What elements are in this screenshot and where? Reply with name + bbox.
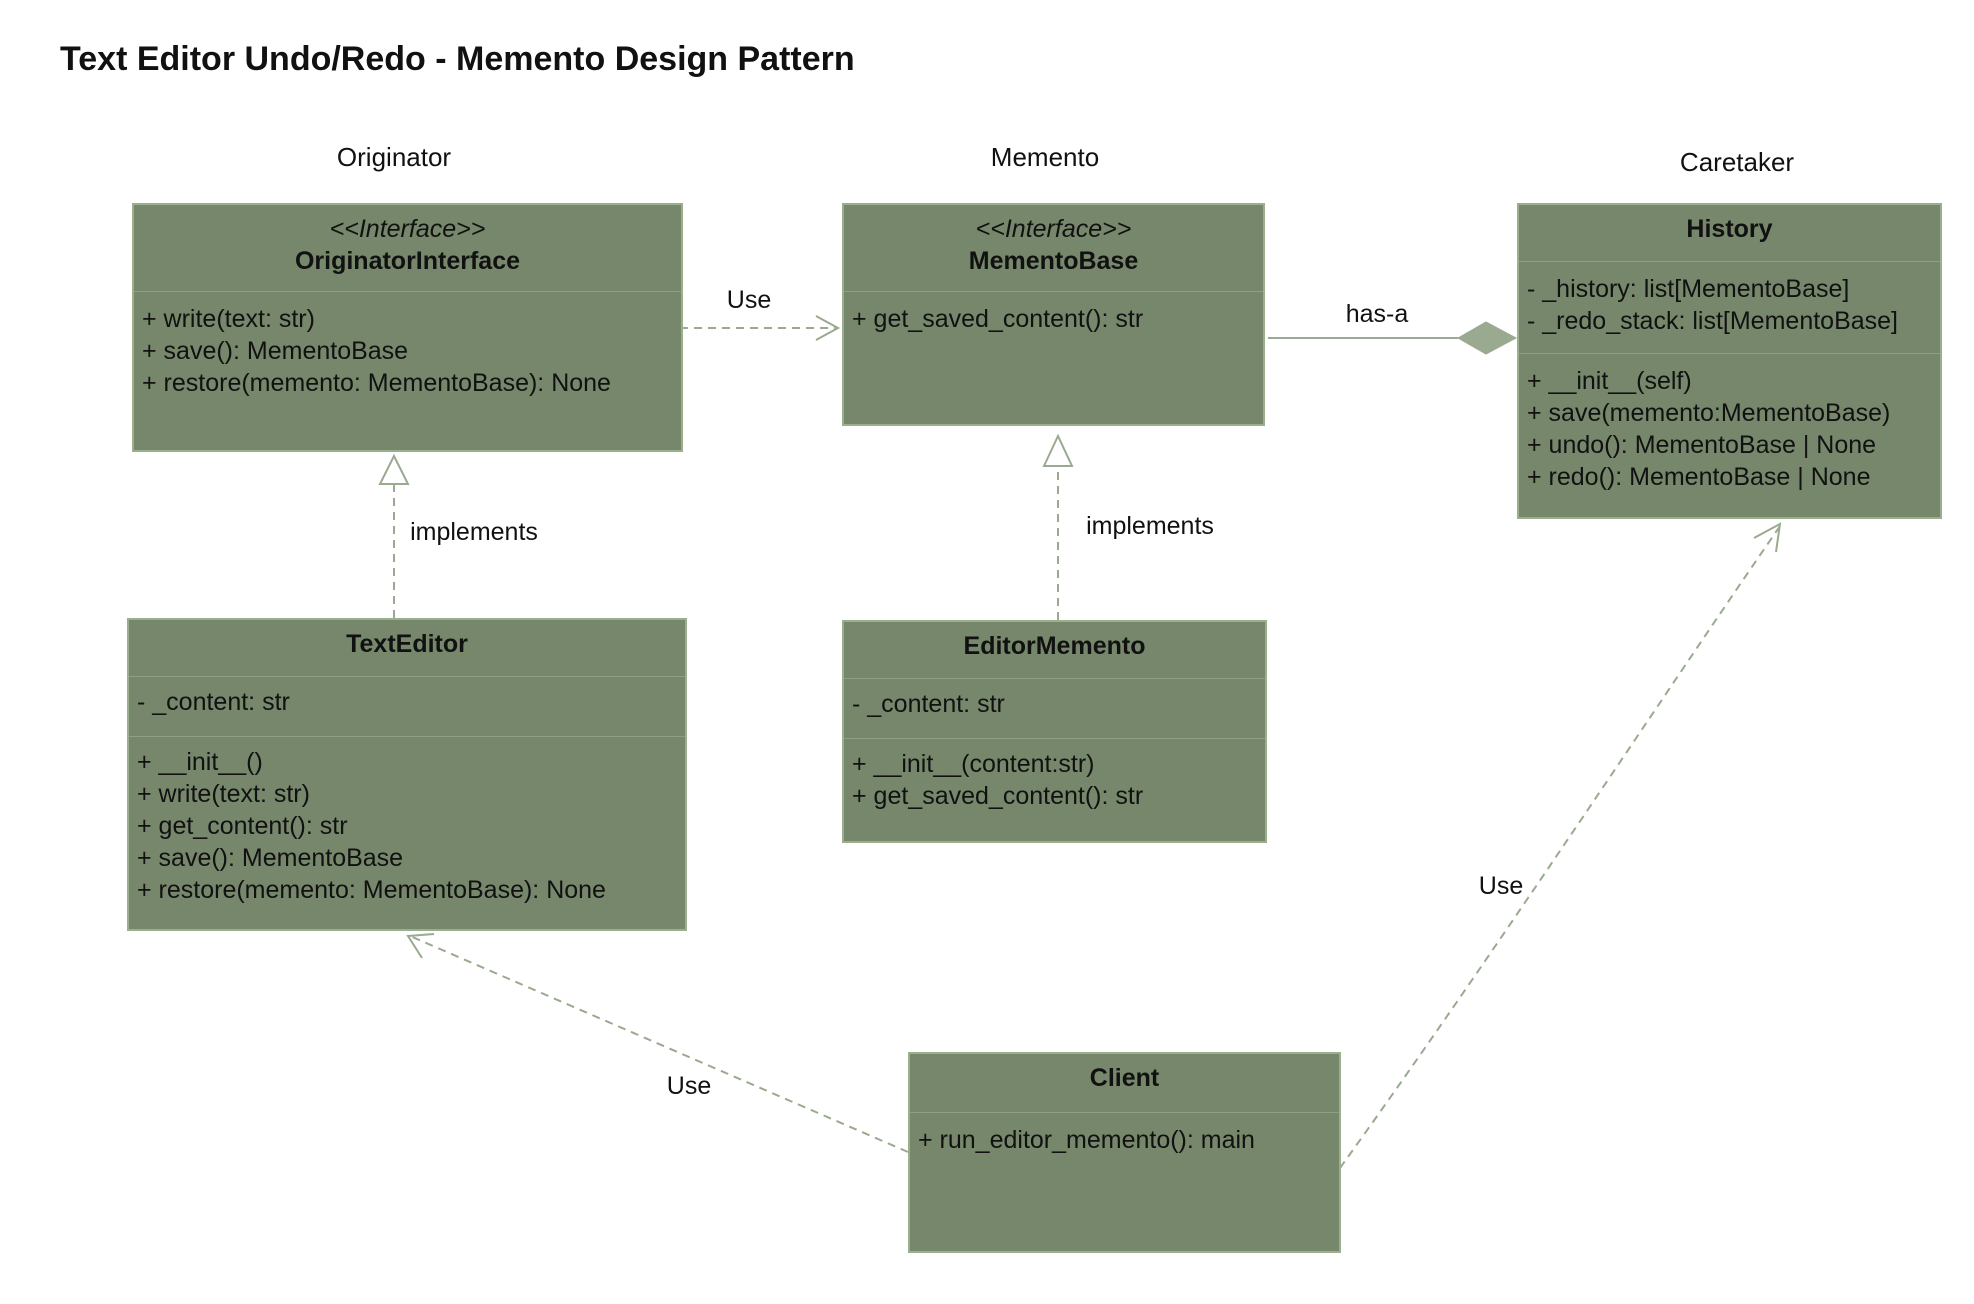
attributes-section: - _content: str xyxy=(852,688,1261,720)
group-label-memento: Memento xyxy=(990,142,1100,172)
edge-editormemento-implements xyxy=(1042,433,1074,620)
class-name: EditorMemento xyxy=(963,632,1146,660)
group-label-originator: Originator xyxy=(336,142,452,172)
method-line: + save(memento:MementoBase) xyxy=(1527,399,1891,427)
class-client: Client + run_editor_memento(): main xyxy=(908,1052,1341,1253)
section-divider xyxy=(844,291,1263,292)
method-line: + __init__() xyxy=(137,748,263,776)
edge-originator-uses-memento xyxy=(680,315,841,341)
group-label-caretaker: Caretaker xyxy=(1679,147,1795,177)
edge-label-implements: implements xyxy=(1086,512,1214,540)
section-divider xyxy=(910,1112,1339,1113)
method-line: + write(text: str) xyxy=(142,305,315,333)
method-line: + redo(): MementoBase | None xyxy=(1527,463,1871,491)
method-line: + __init__(content:str) xyxy=(852,750,1095,778)
method-line: + get_saved_content(): str xyxy=(852,782,1144,810)
class-name: Client xyxy=(1089,1064,1160,1092)
methods-section: + run_editor_memento(): main xyxy=(918,1124,1335,1156)
edge-client-uses-history xyxy=(1339,522,1782,1169)
method-line: + get_content(): str xyxy=(137,812,348,840)
class-name: TextEditor xyxy=(346,630,468,658)
class-memento-base: <<Interface>> MementoBase + get_saved_co… xyxy=(842,203,1265,426)
section-divider xyxy=(129,676,685,677)
attribute-line: - _content: str xyxy=(852,690,1005,718)
methods-section: + __init__() + write(text: str) + get_co… xyxy=(137,746,681,906)
diagram-title: Text Editor Undo/Redo - Memento Design P… xyxy=(60,40,855,78)
method-line: + write(text: str) xyxy=(137,780,310,808)
class-history: History - _history: list[MementoBase] - … xyxy=(1517,203,1942,519)
edge-client-uses-texteditor xyxy=(406,933,909,1153)
methods-section: + __init__(self) + save(memento:MementoB… xyxy=(1527,365,1936,493)
method-line: + restore(memento: MementoBase): None xyxy=(142,369,611,397)
method-line: + save(): MementoBase xyxy=(142,337,409,365)
method-line: + restore(memento: MementoBase): None xyxy=(137,876,606,904)
section-divider xyxy=(1519,353,1940,354)
method-line: + save(): MementoBase xyxy=(137,844,404,872)
method-line: + get_saved_content(): str xyxy=(852,305,1144,333)
attribute-line: - _content: str xyxy=(137,688,290,716)
attribute-line: - _redo_stack: list[MementoBase] xyxy=(1527,307,1898,335)
stereotype-label: <<Interface>> xyxy=(329,215,486,243)
class-name: OriginatorInterface xyxy=(294,247,521,275)
class-name: MementoBase xyxy=(968,247,1139,275)
attribute-line: - _history: list[MementoBase] xyxy=(1527,275,1850,303)
edge-label-has-a: has-a xyxy=(1345,300,1409,328)
method-line: + undo(): MementoBase | None xyxy=(1527,431,1877,459)
edge-label-use: Use xyxy=(666,1072,712,1100)
method-line: + __init__(self) xyxy=(1527,367,1692,395)
section-divider xyxy=(129,736,685,737)
methods-section: + write(text: str) + save(): MementoBase… xyxy=(142,303,677,399)
edge-label-use: Use xyxy=(726,286,772,314)
stereotype-label: <<Interface>> xyxy=(975,215,1132,243)
attributes-section: - _content: str xyxy=(137,686,681,718)
attributes-section: - _history: list[MementoBase] - _redo_st… xyxy=(1527,273,1936,337)
edge-history-has-memento xyxy=(1268,321,1518,355)
class-text-editor: TextEditor - _content: str + __init__() … xyxy=(127,618,687,931)
section-divider xyxy=(844,738,1265,739)
section-divider xyxy=(844,678,1265,679)
methods-section: + __init__(content:str) + get_saved_cont… xyxy=(852,748,1261,812)
method-line: + run_editor_memento(): main xyxy=(918,1126,1255,1154)
edge-label-use: Use xyxy=(1478,872,1524,900)
class-editor-memento: EditorMemento - _content: str + __init__… xyxy=(842,620,1267,843)
methods-section: + get_saved_content(): str xyxy=(852,303,1259,335)
section-divider xyxy=(134,291,681,292)
edge-label-implements: implements xyxy=(410,518,538,546)
edge-texteditor-implements xyxy=(378,453,410,618)
class-originator-interface: <<Interface>> OriginatorInterface + writ… xyxy=(132,203,683,452)
class-name: History xyxy=(1686,215,1773,243)
section-divider xyxy=(1519,261,1940,262)
